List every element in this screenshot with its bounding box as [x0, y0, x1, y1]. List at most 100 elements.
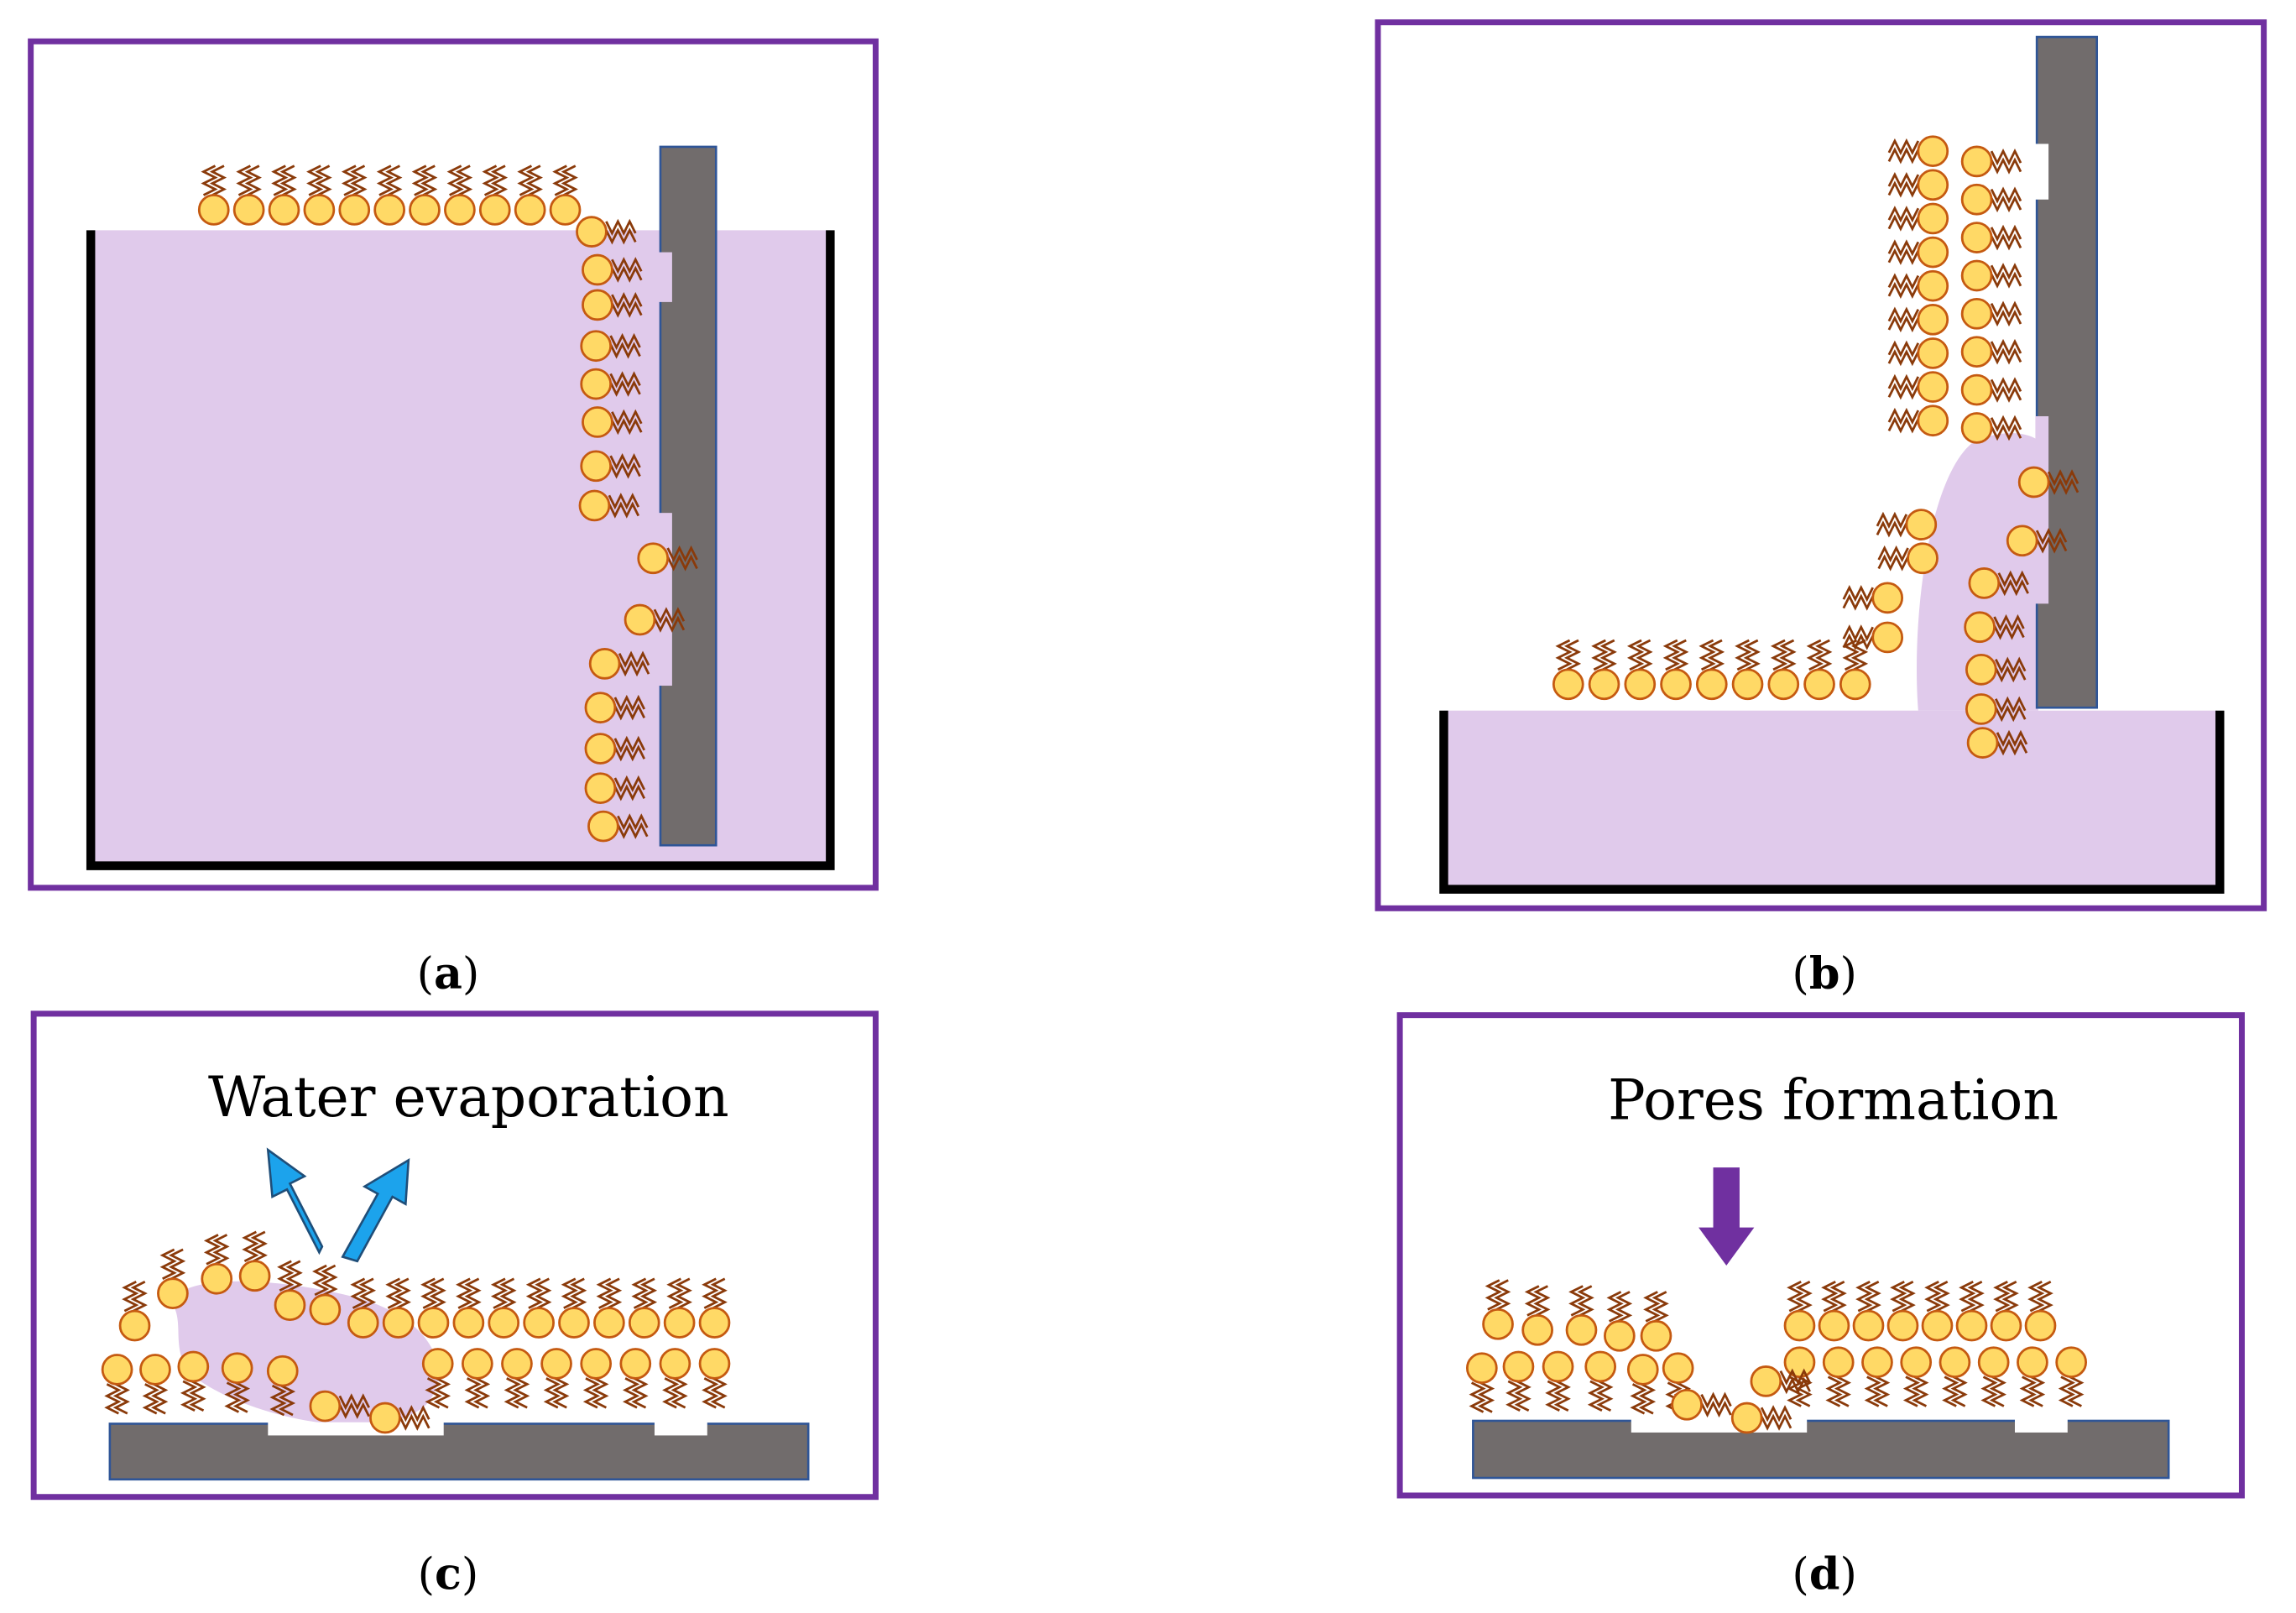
panel-b-label: (b) [1792, 948, 1856, 1000]
molecule-head [1965, 654, 1997, 686]
molecule-tail [376, 164, 394, 196]
molecule-tail [433, 1377, 451, 1409]
molecule-head [373, 194, 405, 226]
molecule-head [309, 1293, 342, 1326]
panel-b-substrate-pore [2035, 415, 2049, 604]
molecule-tail [142, 1383, 159, 1415]
molecule-tail [399, 1405, 430, 1422]
molecule-tail [1795, 1280, 1813, 1313]
panel-b: (b) [1375, 19, 2267, 1000]
molecule-head [1917, 405, 1949, 437]
molecule-head [1966, 727, 1999, 759]
molecule-head [558, 1307, 590, 1339]
molecule-tail [1887, 147, 1920, 164]
molecule-tail [543, 1377, 561, 1409]
molecule-tail [385, 164, 403, 196]
molecule-tail [1626, 639, 1645, 671]
molecule-tail [1924, 1280, 1942, 1313]
molecule-tail [1887, 239, 1920, 257]
molecule-tail [341, 164, 359, 196]
molecule-head [1964, 611, 1996, 644]
molecule-tail [605, 1277, 623, 1309]
molecule-head [1662, 1352, 1694, 1385]
molecule-tail [385, 1277, 403, 1309]
molecule-head [1671, 1388, 1703, 1421]
molecule-head [514, 194, 546, 226]
molecule-tail [236, 164, 253, 196]
molecule-tail [618, 660, 650, 677]
molecule-head [409, 194, 441, 226]
molecule-tail [1829, 1280, 1847, 1313]
molecule-head [580, 368, 613, 400]
molecule-head [266, 1355, 299, 1387]
molecule-head [1731, 668, 1764, 701]
molecule-tail [1787, 1280, 1804, 1313]
molecule-head [1783, 1346, 1816, 1379]
molecule-tail [1912, 1375, 1929, 1407]
molecule-tail [1842, 633, 1874, 650]
molecule-tail [618, 650, 650, 668]
molecule-tail [1887, 349, 1920, 367]
molecule-tail [1887, 171, 1920, 190]
molecule-tail [1890, 1280, 1907, 1313]
molecule-tail [1553, 1380, 1571, 1412]
molecule-tail [1995, 656, 2027, 674]
molecule-tail [1887, 138, 1920, 156]
molecule-tail [1990, 309, 2022, 327]
molecule-tail [189, 1380, 206, 1412]
molecule-tail [1735, 639, 1752, 671]
molecule-tail [702, 1277, 719, 1309]
molecule-tail [338, 1402, 370, 1419]
molecule-tail [1990, 300, 2022, 318]
molecule-tail [1995, 705, 2027, 723]
molecule-tail [490, 164, 509, 196]
molecule-tail [1993, 613, 2025, 632]
molecule-tail [1864, 1280, 1881, 1313]
molecule-tail [1950, 1375, 1968, 1407]
molecule-tail [592, 1377, 609, 1409]
molecule-tail [1643, 1291, 1661, 1323]
molecule-tail [2035, 527, 2068, 545]
molecule-tail [617, 822, 649, 839]
molecule-tail [394, 1277, 411, 1309]
panel-b-frame [1375, 19, 2267, 911]
molecule-head [2017, 1346, 2048, 1379]
molecule-tail [1636, 639, 1653, 671]
molecule-head [1465, 1352, 1498, 1385]
molecule-tail [271, 164, 289, 196]
molecule-tail [1887, 315, 1920, 333]
molecule-tail [2035, 536, 2068, 554]
molecule-head [1960, 222, 1993, 253]
molecule-tail [1990, 338, 2022, 357]
molecule-tail [2001, 1280, 2019, 1313]
molecule-tail [609, 379, 641, 397]
molecule-tail [1887, 407, 1920, 425]
molecule-tail [570, 1277, 587, 1309]
molecule-tail [1505, 1380, 1523, 1412]
molecule-tail [1821, 1280, 1839, 1313]
molecule-tail [1662, 639, 1680, 671]
molecule-head [1960, 183, 1993, 216]
molecule-head [1871, 621, 1904, 654]
molecule-head [232, 194, 265, 226]
panel-a-substrate-pore [659, 513, 672, 686]
molecule-tail [1997, 570, 2029, 587]
molecule-tail [631, 1377, 649, 1409]
molecule-tail [1568, 1285, 1586, 1317]
molecule-head [1900, 1346, 1933, 1379]
molecule-tail [159, 1248, 177, 1280]
molecule-tail [613, 735, 646, 753]
panel-a-substrate [659, 145, 718, 847]
molecule-tail [1842, 624, 1874, 642]
molecule-tail [1887, 306, 1920, 324]
molecule-head [303, 194, 336, 226]
molecule-head [452, 1307, 485, 1339]
molecule-head [619, 1348, 652, 1380]
molecule-tail [169, 1248, 186, 1280]
molecule-tail [1995, 665, 2027, 683]
molecule-tail [130, 1280, 148, 1313]
molecule-tail [1995, 696, 2027, 713]
molecule-tail [622, 1377, 640, 1409]
molecule-head [369, 1402, 401, 1434]
